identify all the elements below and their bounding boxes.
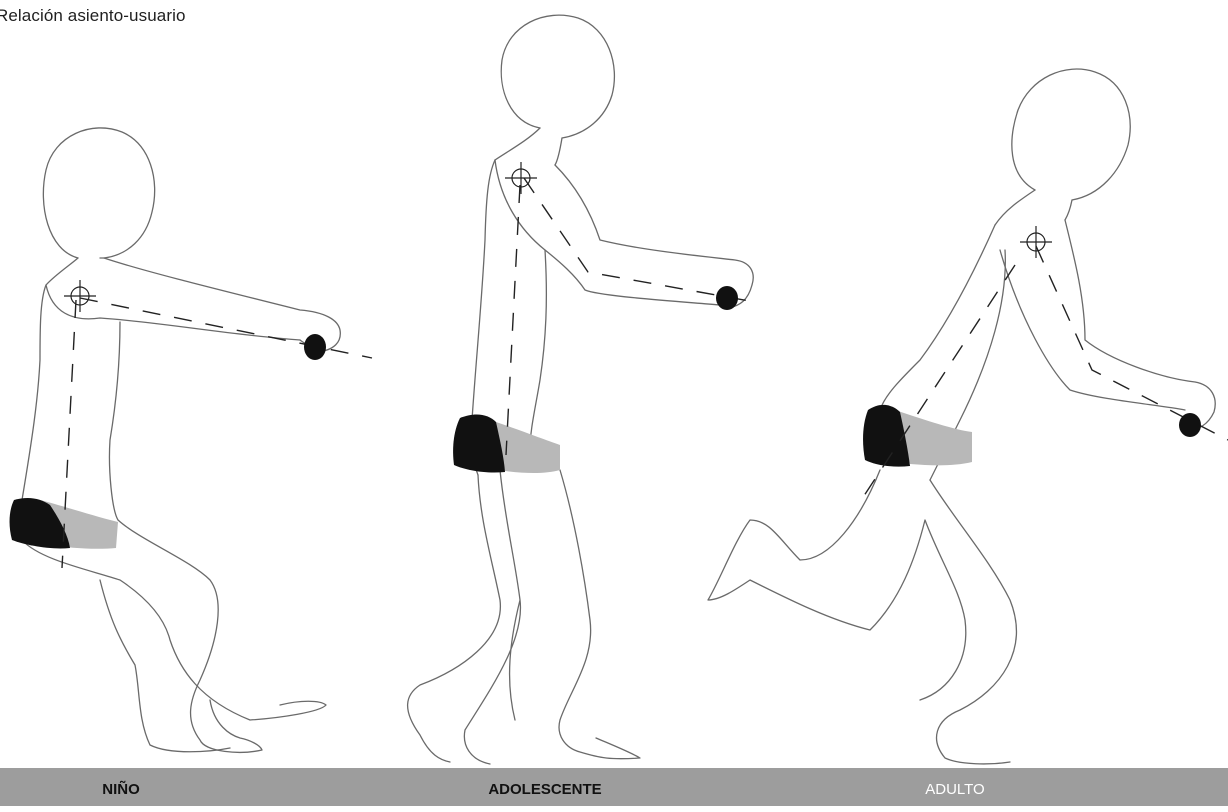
hand-grip-icon bbox=[716, 286, 738, 310]
child-seat-front bbox=[10, 498, 70, 548]
adult-figure bbox=[708, 69, 1228, 764]
adult-legs bbox=[708, 470, 1016, 764]
adult-arm-outline bbox=[1000, 220, 1215, 430]
shoulder-pivot-crosshair-icon bbox=[1020, 226, 1052, 258]
child-figure bbox=[10, 128, 372, 752]
adolescent-spine-line bbox=[506, 185, 520, 455]
hand-grip-icon bbox=[304, 334, 326, 360]
adolescent-arm-outline bbox=[495, 160, 753, 308]
child-back-leg bbox=[22, 540, 326, 720]
adult-arm-line bbox=[1036, 246, 1228, 440]
adolescent-front-outline bbox=[530, 250, 546, 450]
child-back-outline bbox=[22, 258, 78, 500]
shoulder-pivot-crosshair-icon bbox=[64, 280, 96, 312]
hand-grip-icon bbox=[1179, 413, 1201, 437]
caption-child: NIÑO bbox=[102, 768, 140, 806]
adult-head bbox=[1012, 69, 1130, 200]
child-front-outline bbox=[109, 322, 262, 752]
adolescent-figure bbox=[408, 15, 755, 764]
adolescent-legs bbox=[408, 470, 640, 764]
child-head bbox=[43, 128, 154, 258]
caption-bar: NIÑO ADOLESCENTE ADULTO bbox=[0, 768, 1228, 806]
adolescent-head bbox=[501, 15, 614, 138]
seat-user-relation-illustration bbox=[0, 0, 1228, 768]
adolescent-arm-line bbox=[524, 178, 755, 302]
child-arm-outline bbox=[46, 258, 340, 352]
caption-adolescent: ADOLESCENTE bbox=[488, 768, 601, 806]
caption-adult: ADULTO bbox=[925, 768, 984, 806]
adult-spine-line bbox=[858, 265, 1015, 505]
